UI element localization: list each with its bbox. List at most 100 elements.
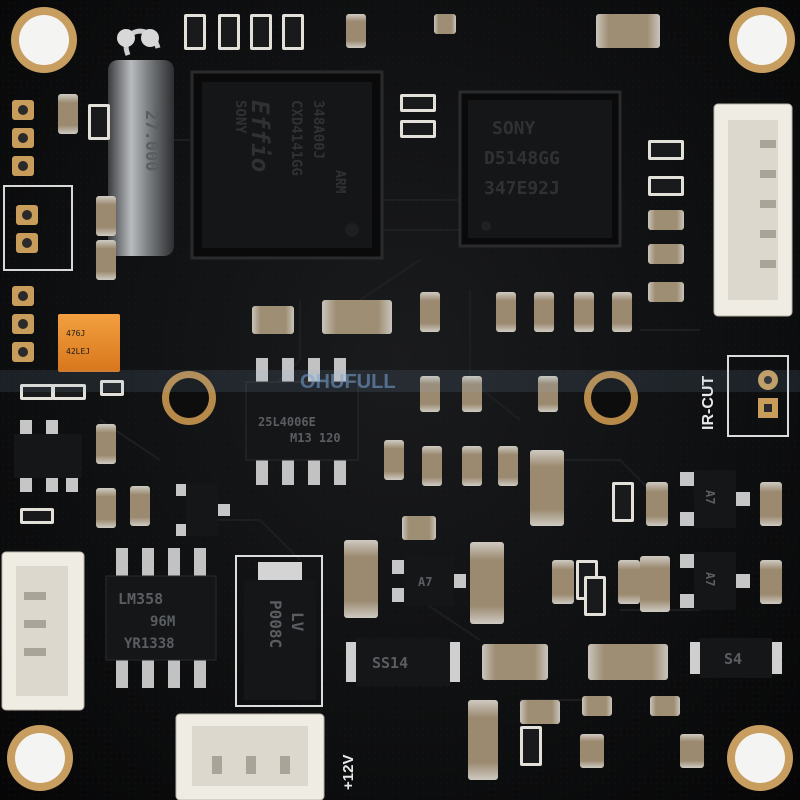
- capacitor: [422, 446, 442, 486]
- capacitor: [344, 540, 378, 618]
- resistor: 101: [282, 14, 304, 50]
- resistor: 101: [250, 14, 272, 50]
- capacitor: [534, 292, 554, 332]
- capacitor: [434, 14, 456, 34]
- resistor: 123: [520, 726, 542, 766]
- resistor: 104: [20, 508, 54, 524]
- capacitor: [252, 306, 294, 334]
- capacitor: [552, 560, 574, 604]
- resistor-code: 101: [288, 22, 297, 37]
- resistor-code: 101: [190, 22, 199, 37]
- dsp-chip: SONY Effio CXD4141GG 348A00J ARM: [190, 70, 384, 260]
- sot-c-label: A7: [418, 575, 432, 589]
- resistor: 103: [648, 140, 684, 160]
- resistor-code: 151: [582, 568, 591, 583]
- diode-ss14-label: SS14: [372, 654, 408, 672]
- dsp-line5: ARM: [332, 170, 347, 194]
- resistor-code: 103: [104, 384, 119, 393]
- resistor-code: 220: [410, 99, 425, 108]
- regulator-line2: LV: [288, 612, 307, 632]
- diode-s4: S4: [690, 638, 782, 678]
- resistor: 103: [100, 380, 124, 396]
- opamp-line2: 96M: [150, 614, 175, 630]
- sot-b-label: A7: [703, 572, 717, 586]
- capacitor: [402, 516, 436, 540]
- capacitor: [420, 292, 440, 332]
- capacitor: [680, 734, 704, 768]
- capacitor: [322, 300, 392, 334]
- capacitor: [612, 292, 632, 332]
- smd-components-layer: 101 103 101 101 220 220 103 220 103 104 121 151 104 5…: [20, 14, 782, 780]
- capacitor: [650, 696, 680, 716]
- sot-transistors: A7 A7 A7: [14, 420, 750, 610]
- flash-line2: M13 120: [290, 431, 341, 445]
- capacitor: [96, 488, 116, 528]
- capacitor: [648, 282, 684, 302]
- resistor-code: 121: [618, 490, 627, 505]
- capacitor: [538, 376, 558, 412]
- regulator-line1: P008C: [266, 600, 285, 648]
- capacitor: [58, 94, 78, 134]
- capacitor: [648, 244, 684, 264]
- watermark: OHUFULL: [300, 371, 396, 393]
- dsp-line1: SONY: [232, 100, 248, 134]
- capacitor: [462, 376, 482, 412]
- capacitor: [384, 440, 404, 480]
- resistor-code: 104: [29, 512, 44, 521]
- dsp-line3: CXD4141GG: [288, 100, 304, 176]
- capacitor: [498, 446, 518, 486]
- resistor: 103: [88, 104, 110, 140]
- resistor: 220: [400, 94, 436, 112]
- capacitor: [596, 14, 660, 48]
- tantalum-line1: 476J: [66, 329, 85, 338]
- capacitor: [580, 734, 604, 768]
- resistor: 103: [218, 14, 240, 50]
- sensor-line1: SONY: [492, 118, 536, 139]
- resistor-code: 101: [256, 22, 265, 37]
- diode-s4-label: S4: [724, 650, 742, 668]
- crystal-label: 27.000: [141, 110, 161, 171]
- capacitor: [760, 482, 782, 526]
- opamp-line3: YR1338: [124, 636, 175, 652]
- resistor-code: 103: [94, 112, 103, 127]
- capacitor: [130, 486, 150, 526]
- capacitor: [482, 644, 548, 680]
- resistor-code: 123: [526, 734, 535, 749]
- connectors: [1, 103, 793, 800]
- capacitor: [96, 240, 116, 280]
- left-pin-headers: [3, 100, 73, 362]
- capacitor: [96, 424, 116, 464]
- capacitor: [574, 292, 594, 332]
- resistor-code: 101: [61, 388, 76, 397]
- power-label: +12V: [340, 755, 357, 790]
- resistor: 101: [52, 384, 86, 400]
- capacitor: [470, 542, 504, 624]
- regulator-chip: P008C LV: [235, 555, 323, 707]
- resistor: 513: [584, 576, 606, 616]
- resistor: 220: [400, 120, 436, 138]
- resistor-code: 103: [658, 146, 673, 155]
- capacitor: [346, 14, 366, 48]
- capacitor: [530, 450, 564, 526]
- ir-cut-label: IR-CUT: [700, 376, 717, 430]
- capacitor: [462, 446, 482, 486]
- sot-a-label: A7: [703, 490, 717, 504]
- mounting-holes: [7, 7, 795, 791]
- resistor-code: 513: [590, 584, 599, 599]
- resistor-code: 220: [410, 125, 425, 134]
- dsp-line2: Effio: [246, 100, 274, 172]
- dsp-line4: 348A00J: [310, 100, 326, 159]
- resistor: 104: [20, 384, 54, 400]
- resistor: 121: [612, 482, 634, 522]
- capacitor: [420, 376, 440, 412]
- opamp-line1: LM358: [118, 590, 163, 608]
- flash-line1: 25L4006E: [258, 415, 316, 429]
- resistor-code: 103: [224, 22, 233, 37]
- resistor: 220: [648, 176, 684, 196]
- capacitor: [496, 292, 516, 332]
- tantalum-capacitor: 476J 42LEJ: [58, 314, 120, 372]
- flash-chip: 25L4006E M13 120: [245, 358, 359, 485]
- resistor-code: 220: [658, 182, 673, 191]
